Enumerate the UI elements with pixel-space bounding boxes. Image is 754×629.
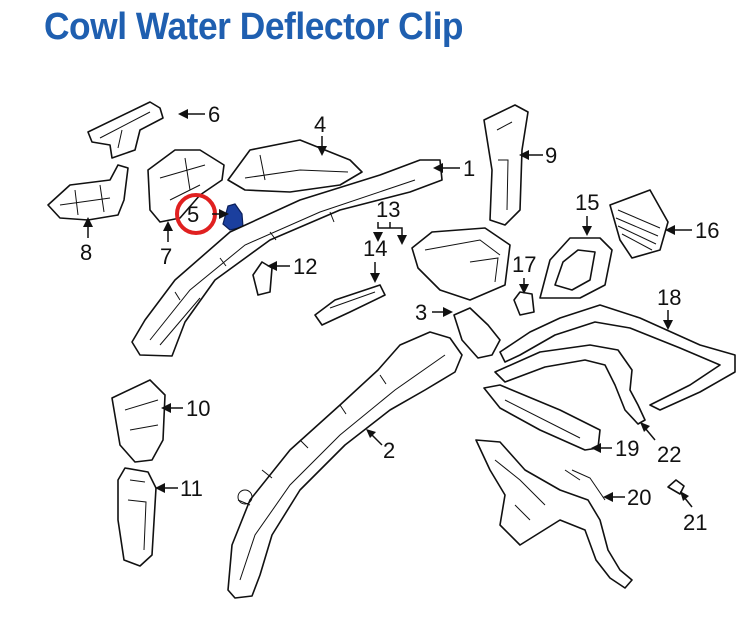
part-1-cowl-panel — [131, 159, 443, 357]
part-6 — [87, 101, 164, 159]
callout-5: 5 — [187, 202, 199, 227]
part-9 — [483, 104, 529, 226]
part-10 — [111, 379, 166, 463]
part-11 — [117, 467, 157, 567]
callout-22: 22 — [657, 442, 681, 467]
callout-labels: 6 4 1 9 5 8 7 13 14 12 15 16 17 3 18 10 … — [80, 102, 719, 535]
callout-19: 19 — [615, 436, 639, 461]
part-22-strip — [494, 344, 646, 425]
part-14 — [314, 284, 386, 326]
part-16 — [609, 189, 669, 259]
callout-10: 10 — [186, 396, 210, 421]
part-15 — [539, 237, 613, 299]
callout-13: 13 — [376, 197, 400, 222]
callout-1: 1 — [463, 156, 475, 181]
part-3 — [453, 307, 501, 359]
leader-lines — [83, 109, 693, 508]
callout-4: 4 — [314, 112, 326, 137]
callout-12: 12 — [293, 254, 317, 279]
callout-9: 9 — [545, 143, 557, 168]
part-12 — [252, 261, 273, 296]
part-20 — [475, 439, 633, 589]
part-19 — [483, 384, 601, 451]
part-17 — [513, 291, 535, 316]
part-8 — [47, 164, 129, 221]
callout-3: 3 — [415, 300, 427, 325]
callout-7: 7 — [160, 244, 172, 269]
part-5-clip — [222, 203, 244, 231]
callout-17: 17 — [512, 252, 536, 277]
part-18-frame — [499, 304, 736, 411]
part-21 — [667, 479, 685, 495]
callout-2: 2 — [383, 438, 395, 463]
callout-15: 15 — [575, 190, 599, 215]
part-4 — [227, 139, 363, 193]
callout-14: 14 — [363, 236, 387, 261]
callout-16: 16 — [695, 218, 719, 243]
page-title: Cowl Water Deflector Clip — [44, 6, 464, 48]
callout-18: 18 — [657, 285, 681, 310]
callout-8: 8 — [80, 240, 92, 265]
part-2-lower-panel — [227, 331, 463, 599]
callout-6: 6 — [208, 102, 220, 127]
part-13-box — [411, 227, 511, 301]
callout-21: 21 — [683, 510, 707, 535]
part-7 — [147, 149, 225, 223]
callout-11: 11 — [180, 476, 203, 501]
callout-20: 20 — [627, 485, 651, 510]
